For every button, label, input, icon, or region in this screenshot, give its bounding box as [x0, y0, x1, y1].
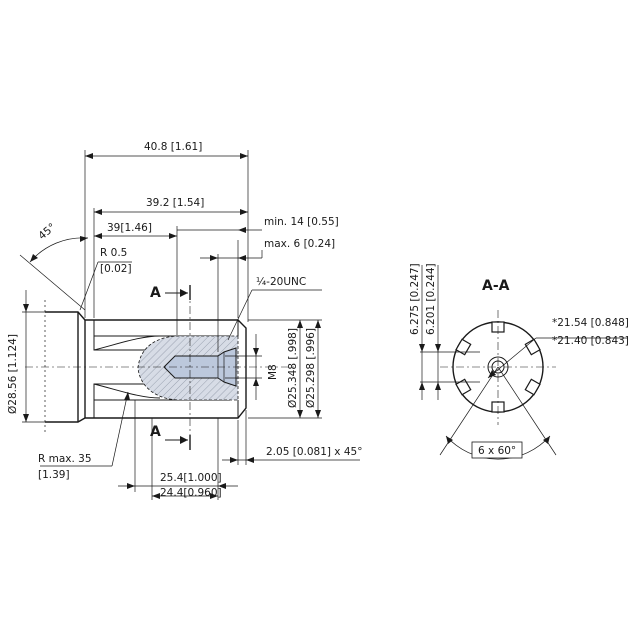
dim-len254: 25.4[1.000]	[160, 472, 222, 484]
dim-dia25348: Ø25.348 [.998]	[287, 328, 299, 408]
shaft-outline	[45, 311, 247, 423]
angle-45: 45°	[36, 221, 58, 242]
angle-leg	[19, 254, 86, 311]
dim-rmax: R max. 35	[38, 453, 92, 465]
angle-arc	[29, 237, 89, 263]
section-view: A-A 6.275 [0.247	[409, 263, 629, 460]
dim-overall-length: 40.8 [1.61]	[144, 141, 202, 153]
dimensions-side: 40.8 [1.61] 39.2 [1.54] 39[1.46] min. 14…	[7, 141, 362, 500]
spline-angle-arc	[445, 435, 551, 460]
dim-rmax-in: [1.39]	[38, 469, 70, 481]
dim-length-392: 39.2 [1.54]	[146, 197, 204, 209]
dim-len244: 24.4[0.960]	[160, 487, 222, 499]
dim-m8: M8	[267, 364, 279, 380]
dim-length-39: 39[1.46]	[107, 222, 152, 234]
dim-dia25298: Ø25.298 [.996]	[305, 328, 317, 408]
dim-min14: min. 14 [0.55]	[264, 216, 339, 228]
rmax-leader	[111, 391, 129, 467]
spline-runout-bottom	[93, 383, 161, 399]
dim-thread: ¼-20UNC	[256, 276, 306, 288]
dim-r05: R 0.5	[100, 247, 127, 259]
dim-spline: 6 x 60°	[478, 445, 516, 457]
section-title: A-A	[482, 278, 510, 294]
dim-max6: max. 6 [0.24]	[264, 238, 335, 250]
dim-d2154: *21.54 [0.848]	[552, 317, 629, 329]
r05-leader	[79, 261, 99, 311]
section-label-top: A	[150, 285, 161, 301]
dim-chamfer: 2.05 [0.081] x 45°	[266, 446, 362, 458]
side-view: A A	[25, 285, 295, 450]
dim-d2140: *21.40 [0.843]	[552, 335, 629, 347]
dim-d6275: 6.275 [0.247]	[409, 263, 421, 335]
dim-r05-in: [0.02]	[100, 263, 132, 275]
d21-leader	[487, 337, 537, 379]
dim-d6201: 6.201 [0.244]	[425, 263, 437, 335]
section-label-bottom: A	[150, 424, 161, 440]
dim-dia2856: Ø28.56 [1.124]	[7, 334, 19, 414]
thread-leader	[227, 289, 253, 341]
spline-box	[471, 441, 523, 459]
spline-runout-top	[93, 335, 161, 351]
